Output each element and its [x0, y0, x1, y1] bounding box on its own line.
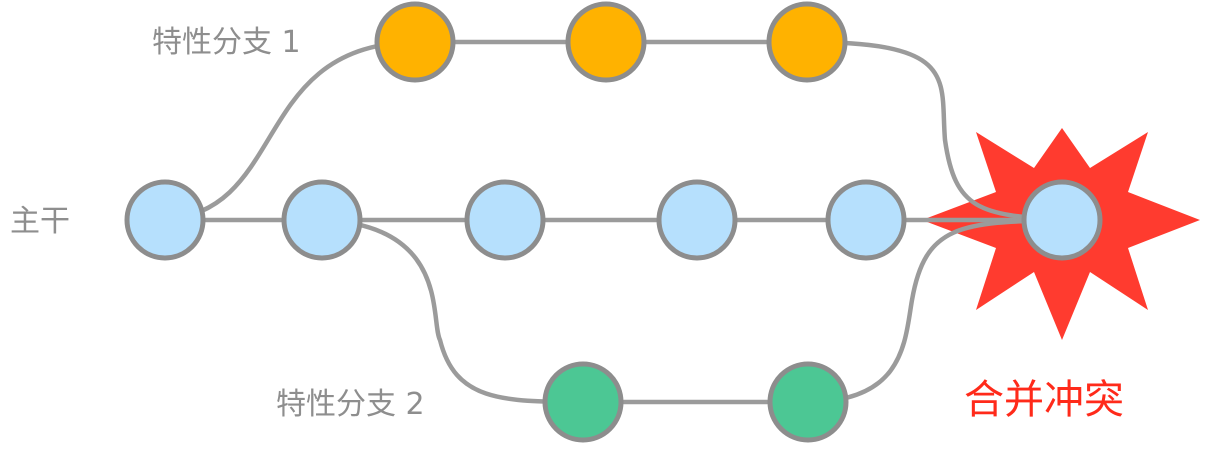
feature2-label: 特性分支 2	[276, 387, 425, 422]
feature1-commit-node	[766, 1, 848, 83]
trunk-commits	[124, 179, 1103, 261]
feature1-commits	[374, 1, 848, 83]
trunk-label: 主干	[10, 204, 70, 239]
trunk-commit-node	[825, 179, 907, 261]
trunk-commit-node	[464, 179, 546, 261]
edge-feature1-branch-out	[162, 39, 418, 223]
trunk-commit-node	[281, 179, 363, 261]
edges	[162, 39, 1065, 405]
edge-feature2-branch-out	[319, 217, 586, 405]
feature1-label: 特性分支 1	[152, 25, 301, 60]
feature2-commit-node	[542, 361, 624, 443]
feature1-commit-node	[374, 1, 456, 83]
feature2-commit-node	[767, 361, 849, 443]
trunk-commit-node	[656, 179, 738, 261]
merge-conflict-label: 合并冲突	[964, 377, 1124, 423]
edge-feature2-merge-in	[805, 217, 1065, 405]
feature1-commit-node	[565, 1, 647, 83]
edge-feature1-merge-in	[804, 39, 1065, 223]
trunk-commit-node	[124, 179, 206, 261]
feature2-commits	[542, 361, 849, 443]
merge-commit-node	[1021, 179, 1103, 261]
